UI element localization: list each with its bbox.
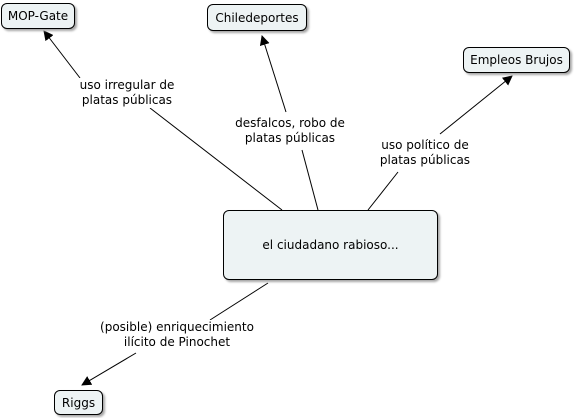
link-label-mop-gate: uso irregular de platas públicas <box>74 78 180 108</box>
connector-center-riggs <box>209 282 269 321</box>
link-label-chiledeportes-line1: desfalcos, robo de <box>235 116 345 130</box>
concept-node-empleos-brujos[interactable]: Empleos Brujos <box>463 47 570 73</box>
link-label-empleos-brujos: uso político de platas públicas <box>372 138 478 168</box>
link-label-mop-gate-line1: uso irregular de <box>79 78 175 92</box>
link-label-riggs-line2: ilícito de Pinochet <box>123 335 231 349</box>
link-label-chiledeportes: desfalcos, robo de platas públicas <box>232 116 348 146</box>
connector-label-chiledeportes <box>259 35 287 113</box>
connector-label-riggs <box>81 352 137 386</box>
concept-node-center[interactable]: el ciudadano rabioso... <box>223 210 438 280</box>
link-label-riggs-line1: (posible) enriquecimiento <box>100 320 254 334</box>
link-label-chiledeportes-line2: platas públicas <box>244 131 336 145</box>
connector-center-empleos-brujos <box>367 171 399 211</box>
connector-center-chiledeportes <box>301 149 319 211</box>
link-label-empleos-brujos-line2: platas públicas <box>379 153 471 167</box>
concept-node-chiledeportes[interactable]: Chiledeportes <box>207 4 307 31</box>
link-label-riggs: (posible) enriquecimiento ilícito de Pin… <box>94 320 260 350</box>
concept-node-riggs[interactable]: Riggs <box>54 390 103 415</box>
link-label-mop-gate-line2: platas públicas <box>81 93 173 107</box>
concept-node-mop-gate[interactable]: MOP-Gate <box>1 3 75 29</box>
link-label-empleos-brujos-line1: uso político de <box>381 138 469 152</box>
connector-center-mop-gate <box>149 107 283 211</box>
connector-label-mop-gate <box>43 30 81 79</box>
connector-label-empleos-brujos <box>439 75 513 135</box>
